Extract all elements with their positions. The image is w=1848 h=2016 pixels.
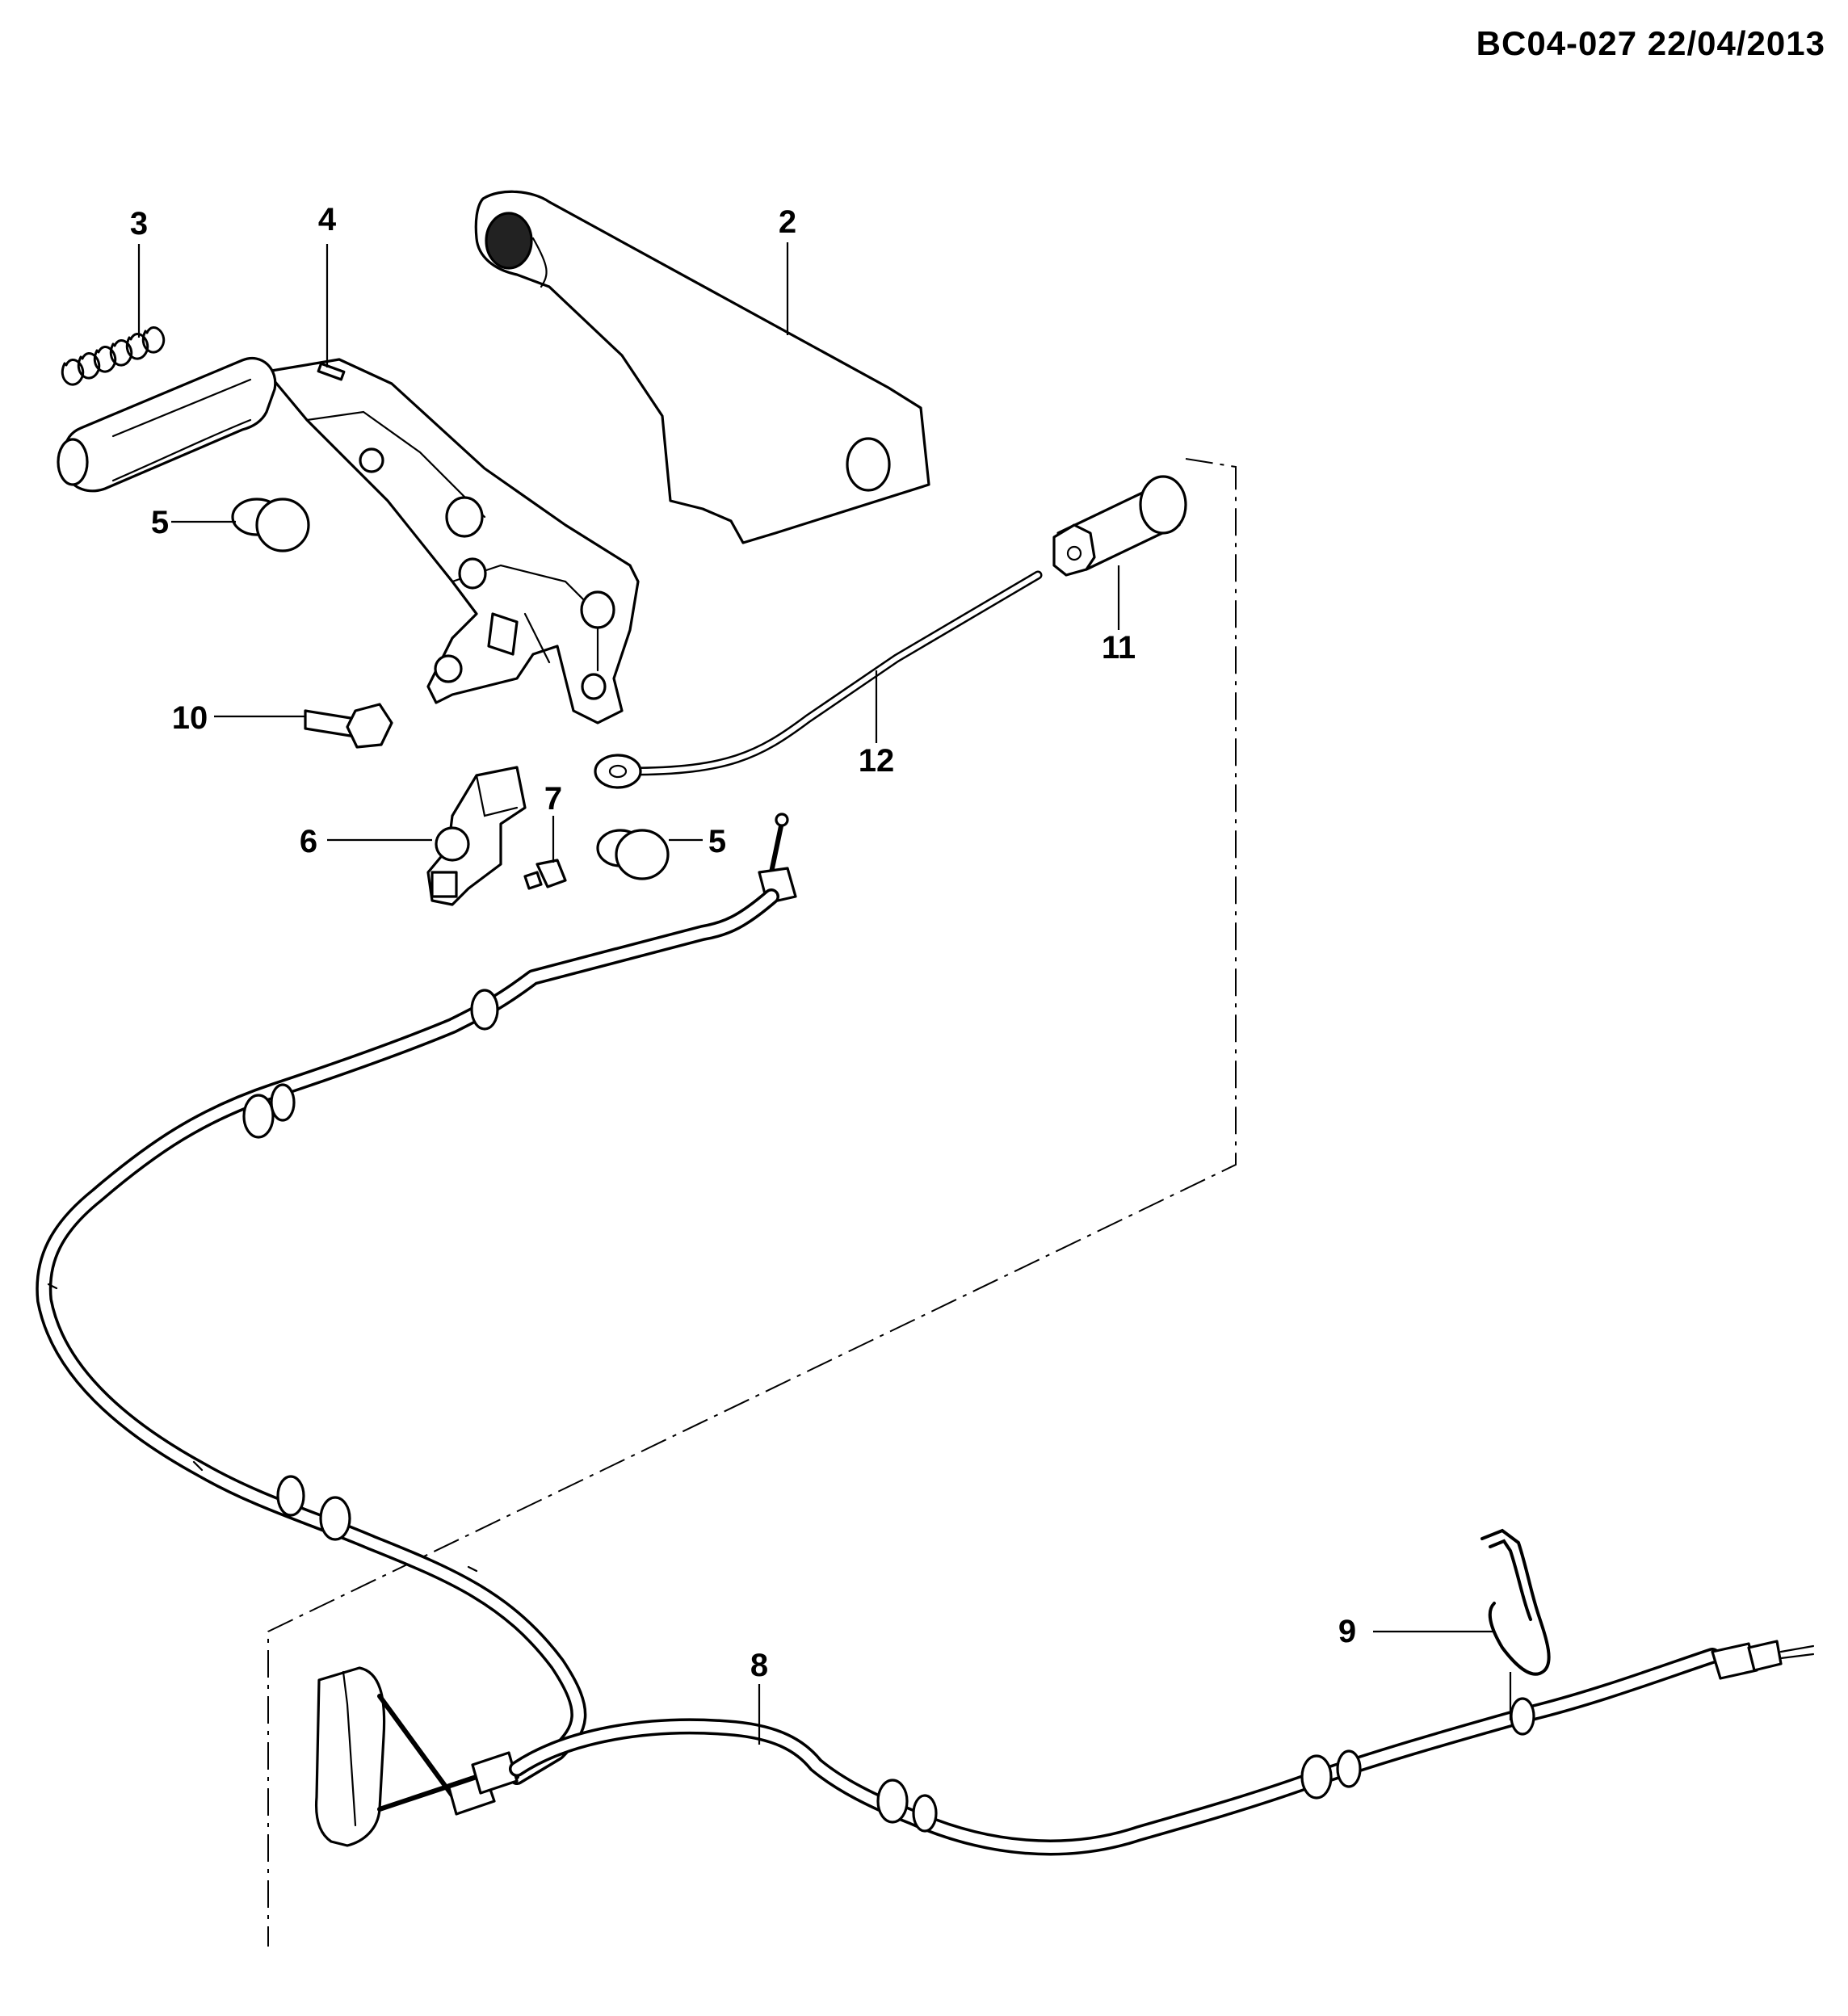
callout-2: 2	[779, 204, 796, 240]
part-3-spring[interactable]	[61, 326, 166, 386]
part-9-clip[interactable]	[1480, 1528, 1551, 1676]
part-10-bolt[interactable]	[304, 703, 393, 749]
callout-4: 4	[318, 202, 337, 237]
callout-9: 9	[1338, 1614, 1356, 1649]
part-5-plug-bottom[interactable]	[596, 829, 670, 880]
leader-lines	[137, 242, 1512, 1745]
part-6-switch[interactable]	[426, 766, 527, 906]
callout-5-top: 5	[151, 505, 169, 540]
callout-6: 6	[300, 824, 317, 859]
callout-7: 7	[544, 781, 562, 817]
part-5-plug-top[interactable]	[231, 498, 310, 552]
callout-8: 8	[750, 1648, 768, 1683]
callout-10: 10	[172, 700, 208, 736]
part-8-cable[interactable]	[36, 813, 1815, 1856]
part-7-screw[interactable]	[523, 859, 567, 890]
callout-labels: 3 4 2 5 11 10 12 7 6 5 9 8	[130, 202, 1356, 1683]
part-11-adjuster-sleeve[interactable]	[1052, 475, 1187, 577]
assembly-boundary	[267, 458, 1237, 1947]
callout-3: 3	[130, 206, 148, 242]
callout-11: 11	[1102, 630, 1136, 666]
part-12-rod[interactable]	[594, 570, 1043, 789]
document-code: BC04-027 22/04/2013	[1476, 24, 1825, 62]
callout-12: 12	[859, 743, 895, 779]
part-2-bracket[interactable]	[474, 190, 930, 544]
callout-5-bottom: 5	[708, 824, 726, 859]
part-4-lever[interactable]	[57, 357, 640, 724]
